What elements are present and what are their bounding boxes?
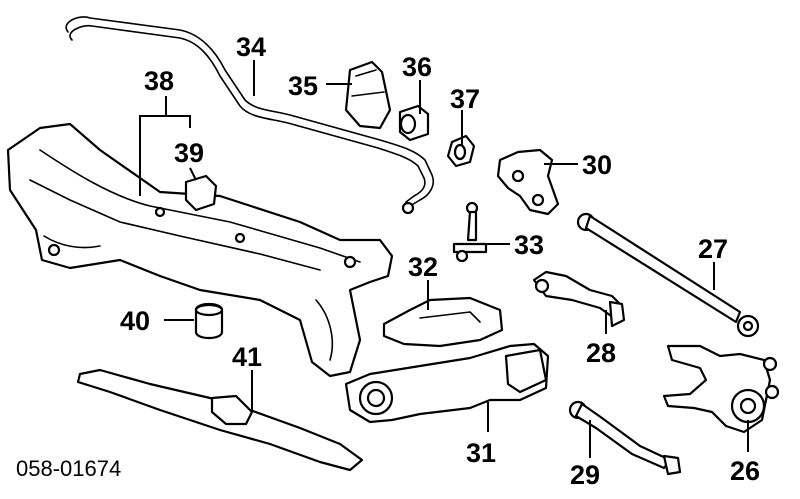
callout-35: 35: [288, 71, 318, 101]
callout-33: 33: [514, 230, 544, 260]
rear-trailing-link: [576, 212, 760, 338]
bump-rubber: [194, 302, 224, 340]
rear-knuckle: [662, 344, 780, 434]
rear-subframe: [6, 122, 394, 378]
callout-40: 40: [120, 306, 150, 336]
subframe-bushing: [184, 174, 218, 212]
stabilizer-bracket: [344, 60, 392, 130]
knuckle-bracket: [496, 148, 560, 216]
callout-41: 41: [232, 342, 262, 372]
stabilizer-bushing: [398, 104, 430, 142]
diagram-code: 058-01674: [16, 456, 121, 481]
upper-arm: [532, 270, 626, 328]
callout-34: 34: [236, 32, 266, 62]
callout-31: 31: [466, 438, 496, 468]
callout-39: 39: [174, 138, 204, 168]
leader-lines: [139, 60, 749, 458]
stabilizer-bar: [65, 16, 435, 215]
subframe-stiffener: [76, 368, 364, 472]
lower-arm: [344, 342, 550, 424]
lower-arm-cover: [382, 296, 504, 348]
callout-28: 28: [586, 338, 616, 368]
callout-36: 36: [402, 52, 432, 82]
callouts: 34 35 36 37 38 39 30 33 32 27 40 41 28 3…: [120, 32, 760, 490]
callout-29: 29: [570, 460, 600, 490]
callout-37: 37: [450, 84, 480, 114]
callout-27: 27: [698, 234, 728, 264]
small-bushing: [446, 134, 476, 168]
callout-26: 26: [730, 456, 760, 486]
stabilizer-link: [452, 201, 488, 263]
callout-32: 32: [408, 252, 438, 282]
callout-30: 30: [582, 150, 612, 180]
callout-38: 38: [144, 66, 174, 96]
lower-link: [568, 400, 682, 476]
